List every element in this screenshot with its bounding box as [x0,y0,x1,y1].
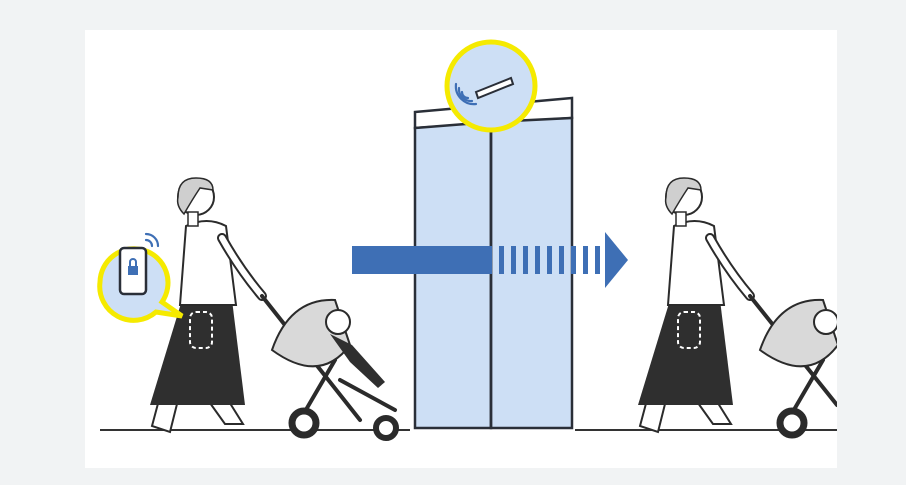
phone-signal-icon [146,234,158,246]
smartphone-unlock-icon [120,248,146,294]
woman-with-stroller-right [638,178,837,435]
phone-unlock-bubble [100,234,182,320]
stroller-wheel [292,411,316,435]
illustration-canvas [85,30,837,468]
baby-head [326,310,350,334]
door-panel-left [415,122,491,428]
woman-with-stroller-left [150,178,396,438]
door-sensor-highlight [447,42,535,130]
stroller-wheel [376,418,396,438]
